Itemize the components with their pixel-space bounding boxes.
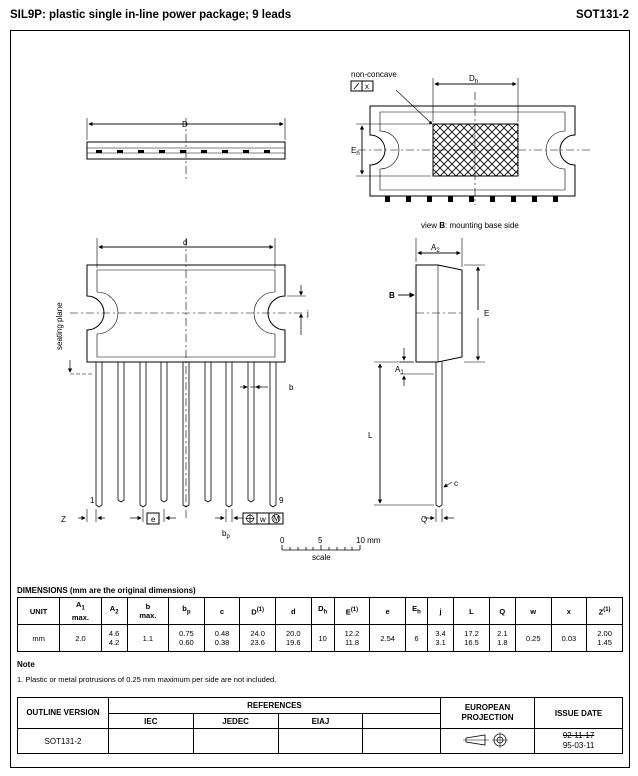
dimensions-title: DIMENSIONS (mm are the original dimensio… [17,586,196,595]
tolerance-w-label: w [259,515,266,524]
dim-header-17: Z(1) [586,597,623,625]
note-text: 1. Plastic or metal protrusions of 0.25 … [17,675,277,684]
scale-label: scale [312,553,331,562]
drawing-frame [10,30,630,768]
dim-value-3: 1.1 [126,624,170,652]
dim-A2-label: A2 [431,243,440,254]
seating-plane-label: seating plane [55,302,64,350]
dim-e-label: e [151,515,156,524]
page-title: SIL9P: plastic single in-line power pack… [10,9,292,21]
dim-L-label: L [368,431,373,440]
dim-value-1: 2.0 [59,624,102,652]
dim-value-11: 6 [404,624,429,652]
projection-symbol [439,728,536,754]
dim-A1-label: A1 [395,365,404,376]
scale-5: 5 [318,536,323,545]
note-title: Note [17,660,35,669]
first-angle-projection-icon [462,732,508,748]
dim-Eh-label: Eh [351,146,360,157]
dim-D-label: D [182,120,188,129]
dim-header-2: A2 [100,597,128,625]
references-header: REFERENCES [107,697,441,714]
dim-header-14: Q [488,597,516,625]
dim-header-13: L [453,597,490,625]
view-B-marker: B [389,291,395,300]
scale-10: 10 mm [356,536,381,545]
dim-header-0: UNIT [16,597,61,625]
dim-b-label: b [289,383,294,392]
eiaj-value [277,728,364,754]
pin-1-label: 1 [90,496,95,505]
references-extra-value [362,728,441,754]
iec-header: IEC [107,713,194,729]
eiaj-header: EIAJ [277,713,364,729]
dim-header-16: x [550,597,588,625]
dim-value-10: 2.54 [369,624,406,652]
iec-value [107,728,194,754]
dim-value-0: mm [16,624,61,652]
dim-header-6: D(1) [239,597,276,625]
dim-header-5: c [203,597,241,625]
non-concave-label: non-concave [351,70,397,79]
dim-header-15: w [514,597,552,625]
tolerance-M-label: M [273,514,280,523]
outline-version-value: SOT131-2 [17,728,109,754]
view-b-caption: view B: mounting base side [421,221,519,230]
dim-d-label: d [183,238,187,247]
dim-bp-label: bp [222,529,230,540]
leads [95,362,277,508]
dim-Q-label: Q [421,515,427,524]
top-side-view [86,118,286,180]
issue-date-new: 95-03-11 [562,741,595,750]
package-code: SOT131-2 [575,9,629,21]
dim-header-10: e [369,597,406,625]
dim-Z-label: Z [61,515,66,524]
dim-header-9: E(1) [333,597,371,625]
dim-E-label: E [484,309,489,318]
issue-date-old: 92-11-17 [562,731,595,740]
pin-9-label: 9 [279,496,284,505]
dim-value-15: 0.25 [514,624,552,652]
dim-header-4: bp [168,597,205,625]
scale-0: 0 [280,536,285,545]
dim-Dh-label: Dh [469,74,478,85]
issue-date-header: ISSUE DATE [534,697,623,729]
scale-bar [281,545,361,551]
dim-value-16: 0.03 [550,624,588,652]
references-blank [362,713,441,729]
dim-header-8: Dh [310,597,335,625]
jedec-header: JEDEC [192,713,279,729]
issue-dates: 92-11-17 95-03-11 [534,728,623,754]
european-projection-header: EUROPEAN PROJECTION [439,697,536,729]
outline-table: OUTLINE VERSION REFERENCES EUROPEAN PROJ… [17,697,623,754]
flatness-x-label: x [365,82,369,91]
dim-value-8: 10 [310,624,335,652]
dim-header-12: j [427,597,455,625]
dim-j-label: j [306,309,309,318]
side-view [374,238,485,522]
dim-c-label: c [454,479,458,488]
dim-header-11: Eh [404,597,429,625]
jedec-value [192,728,279,754]
mounting-base-view [350,78,590,205]
front-view [67,238,306,525]
outline-version-header: OUTLINE VERSION [17,697,109,729]
dim-header-7: d [274,597,312,625]
